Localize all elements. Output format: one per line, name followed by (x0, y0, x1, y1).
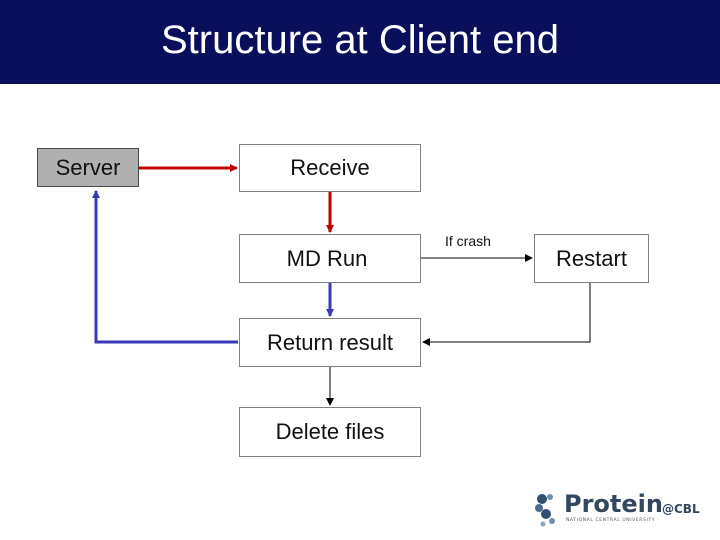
node-restart-label: Restart (556, 245, 627, 271)
node-return-result-label: Return result (267, 329, 393, 355)
node-return-result: Return result (239, 318, 421, 367)
logo-suffix: @CBL (662, 502, 700, 516)
title-bar: Structure at Client end (0, 0, 720, 84)
edge-label-if-crash: If crash (445, 233, 491, 249)
node-delete-files: Delete files (239, 407, 421, 457)
node-restart: Restart (534, 234, 649, 283)
node-server-label: Server (55, 154, 121, 180)
protein-cbl-logo: Protein @CBL NATIONAL CENTRAL UNIVERSITY (530, 490, 710, 530)
logo-word: Protein (564, 490, 663, 518)
edge-return-to-server (92, 190, 238, 344)
node-md-run-label: MD Run (286, 245, 368, 271)
logo-subtitle: NATIONAL CENTRAL UNIVERSITY (566, 518, 656, 523)
node-server: Server (37, 148, 139, 187)
node-md-run: MD Run (239, 234, 421, 283)
node-receive: Receive (239, 144, 421, 192)
node-delete-files-label: Delete files (275, 419, 385, 444)
node-receive-label: Receive (290, 155, 370, 180)
slide-title: Structure at Client end (161, 17, 559, 62)
protein-molecule-icon (535, 494, 555, 527)
edge-restart-to-return (422, 283, 591, 346)
